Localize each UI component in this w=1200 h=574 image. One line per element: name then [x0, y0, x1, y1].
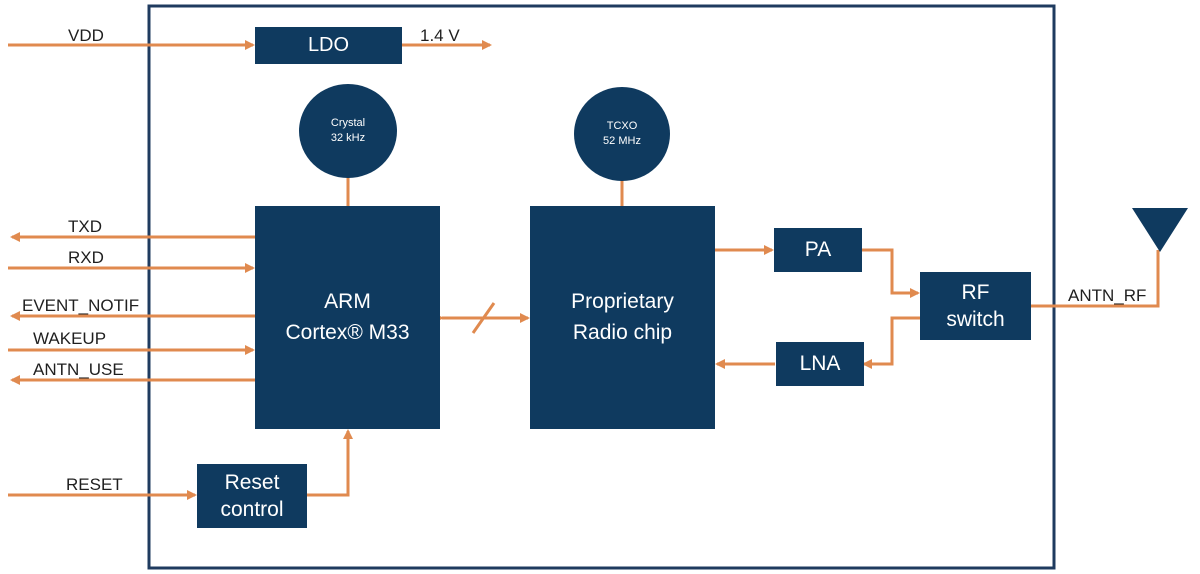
radio-chip-block: Proprietary Radio chip [530, 206, 715, 429]
event-notif-label: EVENT_NOTIF [22, 296, 140, 315]
rf-switch-label-line2: switch [946, 308, 1005, 331]
reset-control-label-line1: Reset [224, 470, 280, 494]
reset-ctrl-wire [307, 429, 353, 497]
mcu-block: ARM Cortex® M33 [255, 206, 440, 429]
crystal-label: Crystal [330, 117, 366, 130]
radio-label-line1: Proprietary [571, 290, 674, 314]
mcu-label-line2: Cortex® M33 [285, 320, 410, 344]
wakeup-label: WAKEUP [33, 329, 107, 348]
antn-use-label: ANTN_USE [33, 360, 124, 379]
rf-switch-label-line1: RF [961, 280, 990, 304]
pa-label: PA [804, 238, 832, 261]
tcxo-oscillator: TCXO 52 MHz [574, 87, 670, 181]
tcxo-label: TCXO [606, 120, 638, 133]
lna-label: LNA [799, 352, 841, 375]
reset-control-block: Reset control [197, 464, 307, 528]
crystal-frequency: 32 kHz [330, 132, 366, 144]
mcu-label-line1: ARM [324, 290, 371, 314]
antenna-wire [1031, 250, 1160, 308]
v14-label: 1.4 V [420, 26, 460, 45]
antn-rf-label: ANTN_RF [1068, 286, 1147, 305]
pa-switch-wire [862, 248, 920, 298]
module-outline [147, 4, 1056, 570]
txd-label: TXD [68, 217, 102, 236]
reset-label: RESET [66, 475, 123, 494]
ldo-label: LDO [307, 34, 350, 56]
tcxo-frequency: 52 MHz [603, 135, 641, 147]
reset-control-label-line2: control [220, 498, 284, 521]
vdd-label: VDD [68, 26, 104, 45]
switch-lna-wire [862, 316, 920, 369]
rxd-label: RXD [68, 248, 104, 267]
rf-switch-block: RF switch [920, 272, 1031, 340]
bus-slash [471, 302, 496, 334]
ldo-block: LDO [255, 27, 402, 64]
pa-block: PA [774, 228, 862, 272]
radio-label-line2: Radio chip [572, 320, 673, 344]
crystal-oscillator: Crystal 32 kHz [299, 84, 397, 178]
lna-block: LNA [776, 342, 864, 386]
antenna-icon [1132, 208, 1188, 252]
